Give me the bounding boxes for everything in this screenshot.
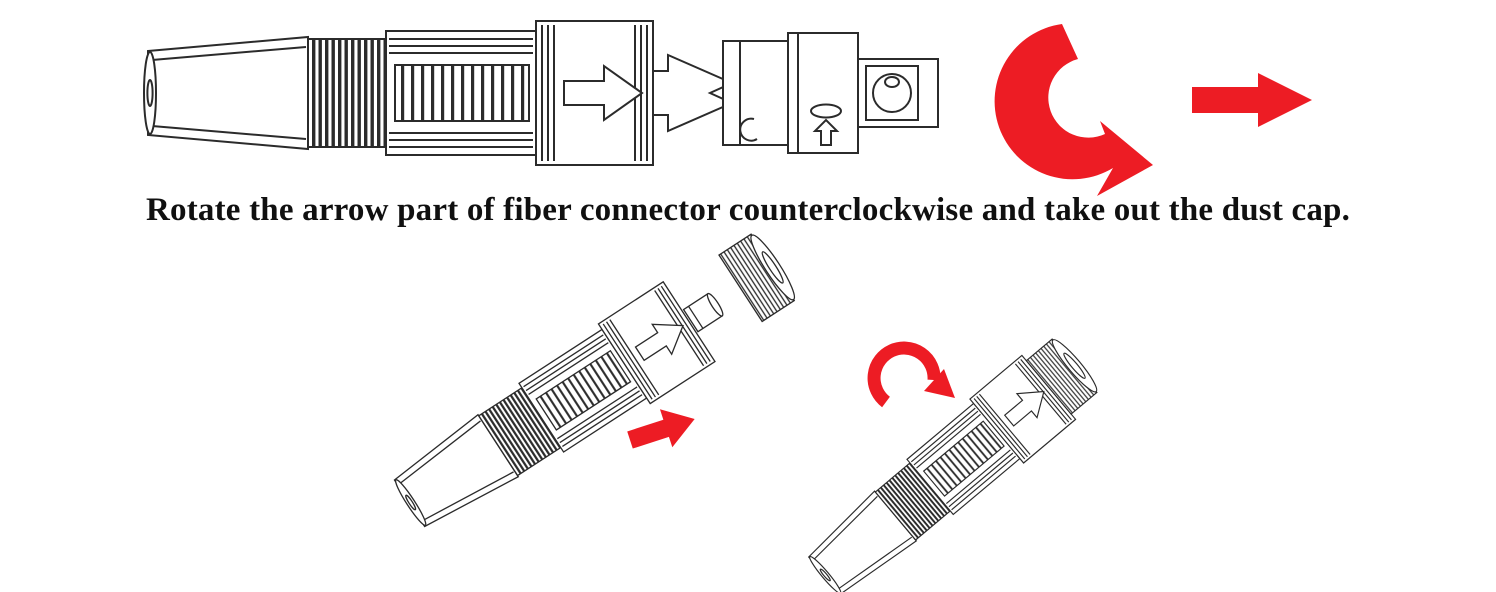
- push-right-block-arrow-icon: [627, 409, 695, 449]
- strain-relief: [307, 38, 387, 148]
- right-block-arrow-icon: [1192, 73, 1312, 127]
- connector-tip: [652, 54, 733, 132]
- figure-connector-rotate: [801, 334, 1103, 592]
- instruction-caption: Rotate the arrow part of fiber connector…: [145, 192, 1351, 228]
- ribbed-housing: [385, 30, 537, 156]
- cable-boot: [143, 36, 309, 150]
- knurled-nut: [718, 229, 801, 323]
- arrow-collar: [535, 20, 654, 166]
- figure-connector-push: [386, 229, 801, 537]
- counterclockwise-rotate-arrow-icon: [994, 24, 1153, 196]
- dust-cap: [722, 32, 939, 154]
- rotate-arrow-icon: [867, 341, 955, 408]
- figure-connector-exploded: [143, 20, 939, 166]
